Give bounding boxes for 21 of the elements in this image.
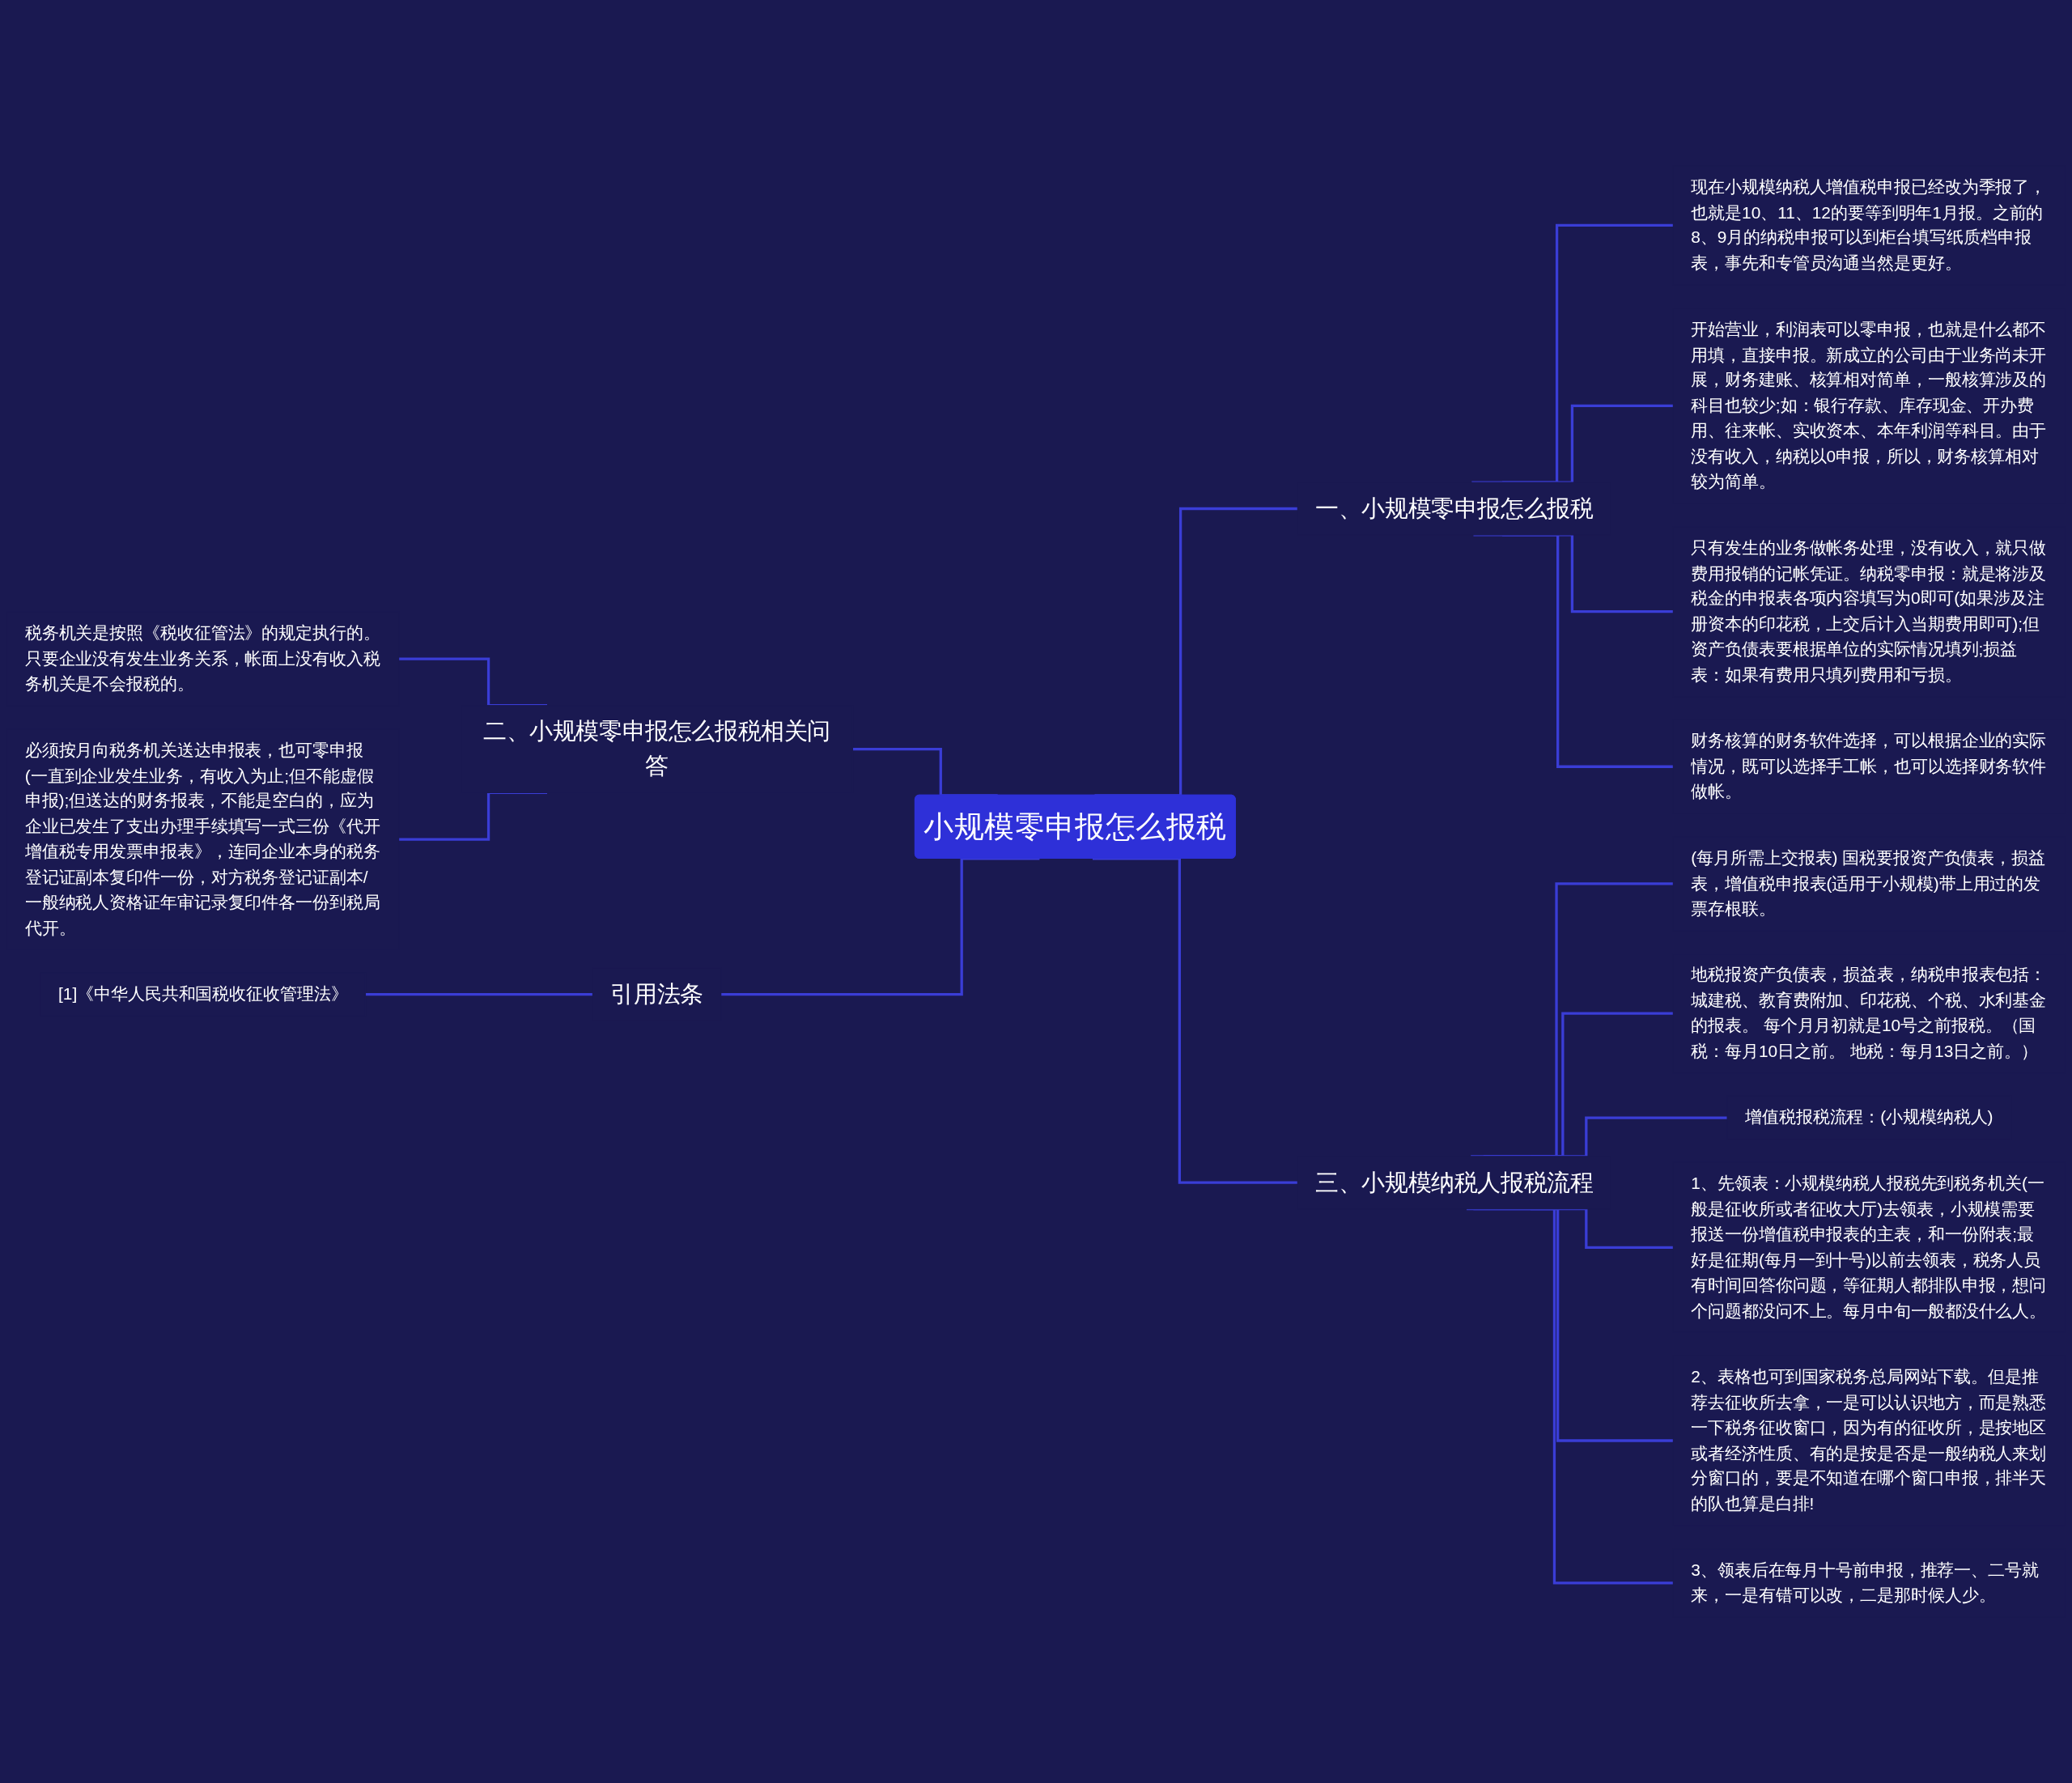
node-text: 3、领表后在每月十号前申报，推荐一、二号就来，一是有错可以改，二是那时候人少。 (1691, 1560, 2039, 1605)
node-text: 只有发生的业务做帐务处理，没有收入，就只做费用报销的记帐凭证。纳税零申报：就是将涉及税金的申报表各项内容填写为0即可(如果涉及注册资本的印花税，上交后计入当期费用即可);但资产负债表要根据单位的实际情况填列;损益表：如果有费用只填列费用和亏损。 (1691, 537, 2047, 684)
connector (1502, 404, 1674, 484)
node-text: 增值税报税流程：(小规模纳税人) (1745, 1107, 1993, 1127)
node-text: [1]《中华人民共和国税收征收管理法》 (57, 984, 348, 1004)
connector (720, 857, 1040, 996)
node-text: 现在小规模纳税人增值税申报已经改为季报了，也就是10、11、12的要等到明年1月报。之前的8、9月的纳税申报可以到柜台填写纸质档申报表，事先和专管员沟通当然是更好。 (1691, 177, 2047, 273)
connector (365, 993, 593, 996)
node-text: 财务核算的财务软件选择，可以根据企业的实际情况，既可以选择手工帐，也可以选择财务软件做帐。 (1691, 731, 2047, 801)
connector (1471, 223, 1674, 484)
node-text: 2、表格也可到国家税务总局网站下载。但是推荐去征收所去拿，一是可以认识地方，而是熟悉一下税务征收窗口，因为有的征收所，是按地区或者经济性质、有的是按是否是一般纳税人来划分窗口的，要是不知道在哪个窗口申报，排半天的队也算是白排! (1691, 1367, 2047, 1513)
connector (1092, 857, 1298, 1184)
node-text: 地税报资产负债表，损益表，纳税申报表包括：城建税、教育费附加、印花税、个税、水利基金的报表。 每个月月初就是10号之前报税。（国税：每月10日之前。 地税：每月13日之前。） (1691, 965, 2047, 1060)
connector (1467, 1208, 1674, 1585)
node-text: 必须按月向税务机关送达申报表，也可零申报(一直到企业发生业务，有收入为止;但不能虚假申报);但送达的财务报表，不能是空白的，应为企业已发生了支出办理手续填写一式三份《代开增值税专用发票申报表》，连同企业本身的税务登记证副本复印件一份，对方税务登记证副本/一般纳税人资格证年审记录复印件各一份到税局代开。 (24, 740, 380, 937)
node-text: 1、先领表：小规模纳税人报税先到税务机关(一般是征收所或者征收大厅)去领表，小规模需要报送一份增值税申报表的主表，和一份附表;最好是征期(每月一到十号)以前去领表，税务人员有时间回答你问题，等征期人都排队申报，想问个问题都没问不上。每月中旬一般都没什么人。 (1691, 1174, 2047, 1320)
node-text: 引用法条 (610, 980, 703, 1008)
node-text: 开始营业，利润表可以零申报，也就是什么都不用填，直接申报。新成立的公司由于业务尚未开展，财务建账、核算相对简单，一般核算涉及的科目也较少;如：银行存款、库存现金、开办费用、往来帐、实收资本、本年利润等科目。由于没有收入，纳税以0申报，所以，财务核算相对较为简单。 (1691, 319, 2047, 491)
connector (1473, 533, 1674, 768)
node-text: 税务机关是按照《税收征管法》的规定执行的。只要企业没有发生业务关系，帐面上没有收入税务机关是不会报税的。 (24, 623, 380, 694)
node-text: (每月所需上交报表) 国税要报资产负债表，损益表，增值税申报表(适用于小规模)带上用过的发票存根联。 (1691, 848, 2045, 918)
